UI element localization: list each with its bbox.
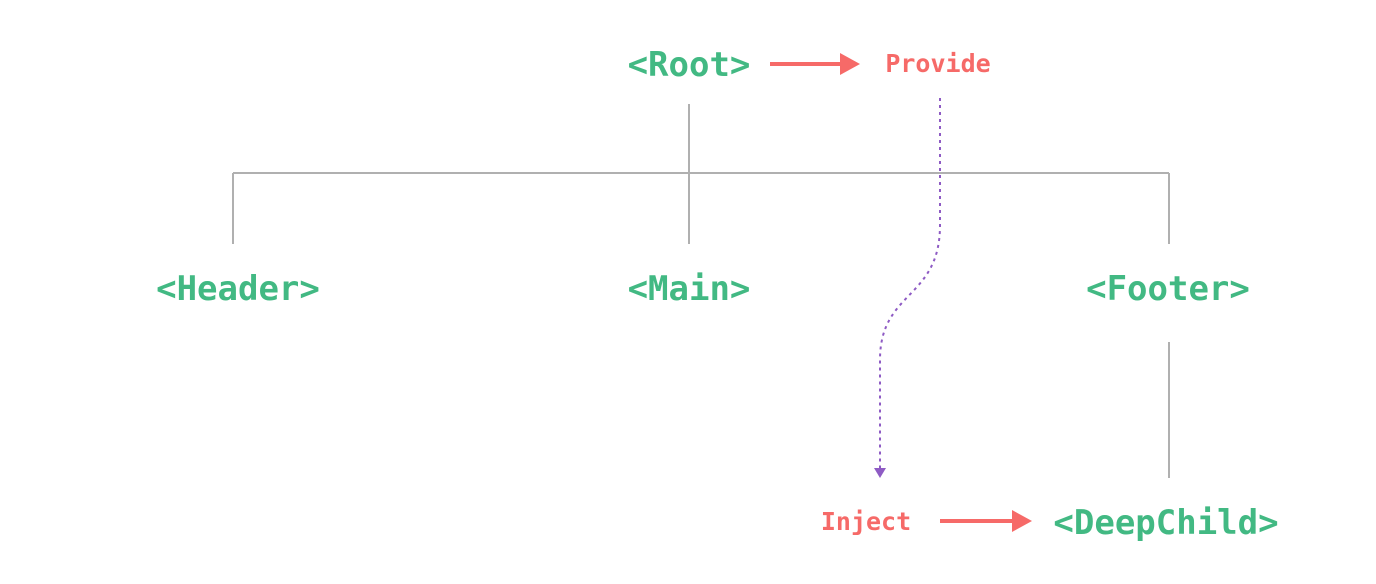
deepchild-node-label: <DeepChild> xyxy=(1053,503,1278,543)
provide-label: Provide xyxy=(885,49,990,78)
footer-node-label: <Footer> xyxy=(1086,269,1250,309)
header-node-label: <Header> xyxy=(156,269,320,309)
main-node-label: <Main> xyxy=(628,269,751,309)
provide-arrow xyxy=(770,53,860,75)
inject-arrow xyxy=(940,510,1032,532)
dotted-path-arrowhead xyxy=(874,468,886,478)
inject-label: Inject xyxy=(821,507,911,536)
tree-connectors xyxy=(232,104,1170,478)
provide-to-inject-dotted-path xyxy=(879,98,941,468)
root-node-label: <Root> xyxy=(628,45,751,85)
